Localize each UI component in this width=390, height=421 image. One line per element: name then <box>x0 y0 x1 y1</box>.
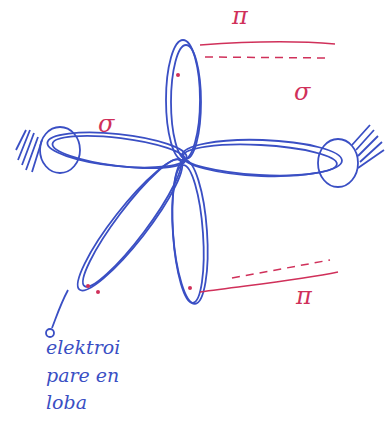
pi-line-top <box>200 42 335 45</box>
hatching-left <box>16 130 42 172</box>
pi-label: π <box>296 284 312 308</box>
lower-left-lobe <box>66 150 194 300</box>
electron-dot <box>86 284 90 288</box>
hatching-right <box>352 125 384 168</box>
upper-lobe-sketch <box>171 45 201 159</box>
upper-lobe <box>166 40 200 160</box>
electron-dot <box>176 73 180 77</box>
note-text: elektroi pare en loba <box>46 334 166 417</box>
pi-line-top-dashed <box>205 57 330 58</box>
leader-line <box>52 290 68 328</box>
pi-line-bottom <box>200 272 338 292</box>
sigma-end-left <box>40 127 80 173</box>
lower-lobe-sketch <box>168 164 208 304</box>
right-lobe-sketch <box>182 141 337 179</box>
sigma-label: σ <box>98 112 114 136</box>
leader-end <box>46 329 54 337</box>
left-lobe <box>46 127 189 173</box>
sigma-label: σ <box>294 80 310 104</box>
electron-dot <box>96 290 100 294</box>
pi-label: π <box>232 4 248 28</box>
lower-left-lobe-sketch <box>72 151 191 295</box>
electron-dot <box>188 286 192 290</box>
pi-line-bottom-dashed <box>232 260 330 278</box>
lower-lobe <box>168 159 212 305</box>
left-lobe-sketch <box>51 130 187 174</box>
sigma-end-right <box>318 139 358 187</box>
